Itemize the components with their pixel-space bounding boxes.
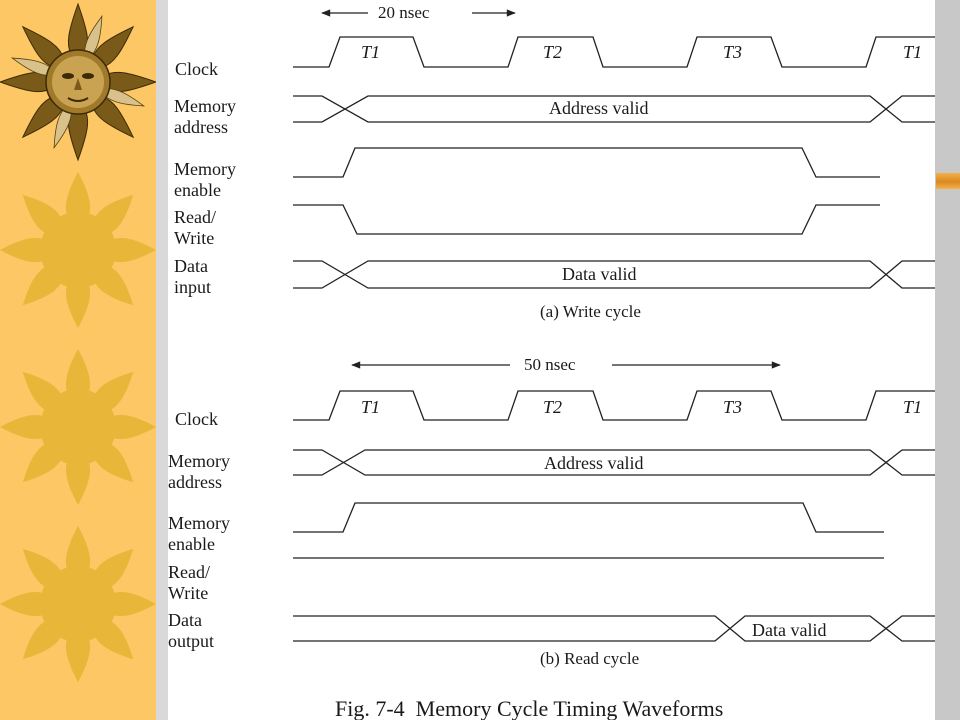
write-data-valid-text: Data valid [562,264,636,284]
write-data-label-line1: Data [174,256,208,276]
read-cycle-caption: (b) Read cycle [540,649,639,668]
write-clock-label: Clock [175,59,218,79]
write-duration-label: 20 nsec [378,3,430,22]
write-rw-label-line2: Write [174,228,214,248]
read-enable-label-line1: Memory [168,513,230,533]
figure-caption: Fig. 7-4 Memory Cycle Timing Waveforms [335,696,723,720]
right-decor-band [935,0,960,720]
right-gold-marker [936,173,960,189]
read-enable-label-line2: enable [168,534,215,554]
read-enable-waveform [293,502,884,533]
write-data-waveform [293,260,935,289]
sun-icon [0,168,156,338]
read-data-label-line1: Data [168,610,202,630]
write-state-t2: T2 [543,42,562,62]
read-clock-waveform [293,390,935,421]
read-address-valid-text: Address valid [544,453,643,473]
sun-icon [0,345,156,515]
read-cycle: 50 nsec Clock T1 T2 T3 T1 Memory address… [168,355,935,668]
write-enable-label-line1: Memory [174,159,236,179]
write-state-t1-next: T1 [903,42,922,62]
write-address-waveform [293,95,935,123]
sun-face-icon [0,0,156,170]
write-cycle-caption: (a) Write cycle [540,302,641,321]
read-duration-label: 50 nsec [524,355,576,374]
write-enable-waveform [293,147,880,178]
read-address-label-line1: Memory [168,451,230,471]
left-edge-shadow [156,0,168,720]
sun-icon [0,522,156,692]
read-state-t1-next: T1 [903,397,922,417]
read-state-t2: T2 [543,397,562,417]
write-rw-waveform [293,204,880,235]
write-cycle: 20 nsec Clock T1 T2 T3 T1 Memory address… [174,3,935,321]
read-data-valid-text: Data valid [752,620,826,640]
write-clock-waveform [293,36,935,68]
read-address-waveform [293,449,935,476]
read-address-label-line2: address [168,472,222,492]
write-data-label-line2: input [174,277,211,297]
read-state-t1: T1 [361,397,380,417]
read-data-waveform [293,615,935,642]
write-address-label-line1: Memory [174,96,236,116]
write-state-t3: T3 [723,42,742,62]
write-address-valid-text: Address valid [549,98,648,118]
read-clock-label: Clock [175,409,218,429]
read-data-label-line2: output [168,631,214,651]
read-state-t3: T3 [723,397,742,417]
read-rw-label-line2: Write [168,583,208,603]
write-state-t1: T1 [361,42,380,62]
write-rw-label-line1: Read/ [174,207,216,227]
read-rw-label-line1: Read/ [168,562,210,582]
write-address-label-line2: address [174,117,228,137]
write-enable-label-line2: enable [174,180,221,200]
